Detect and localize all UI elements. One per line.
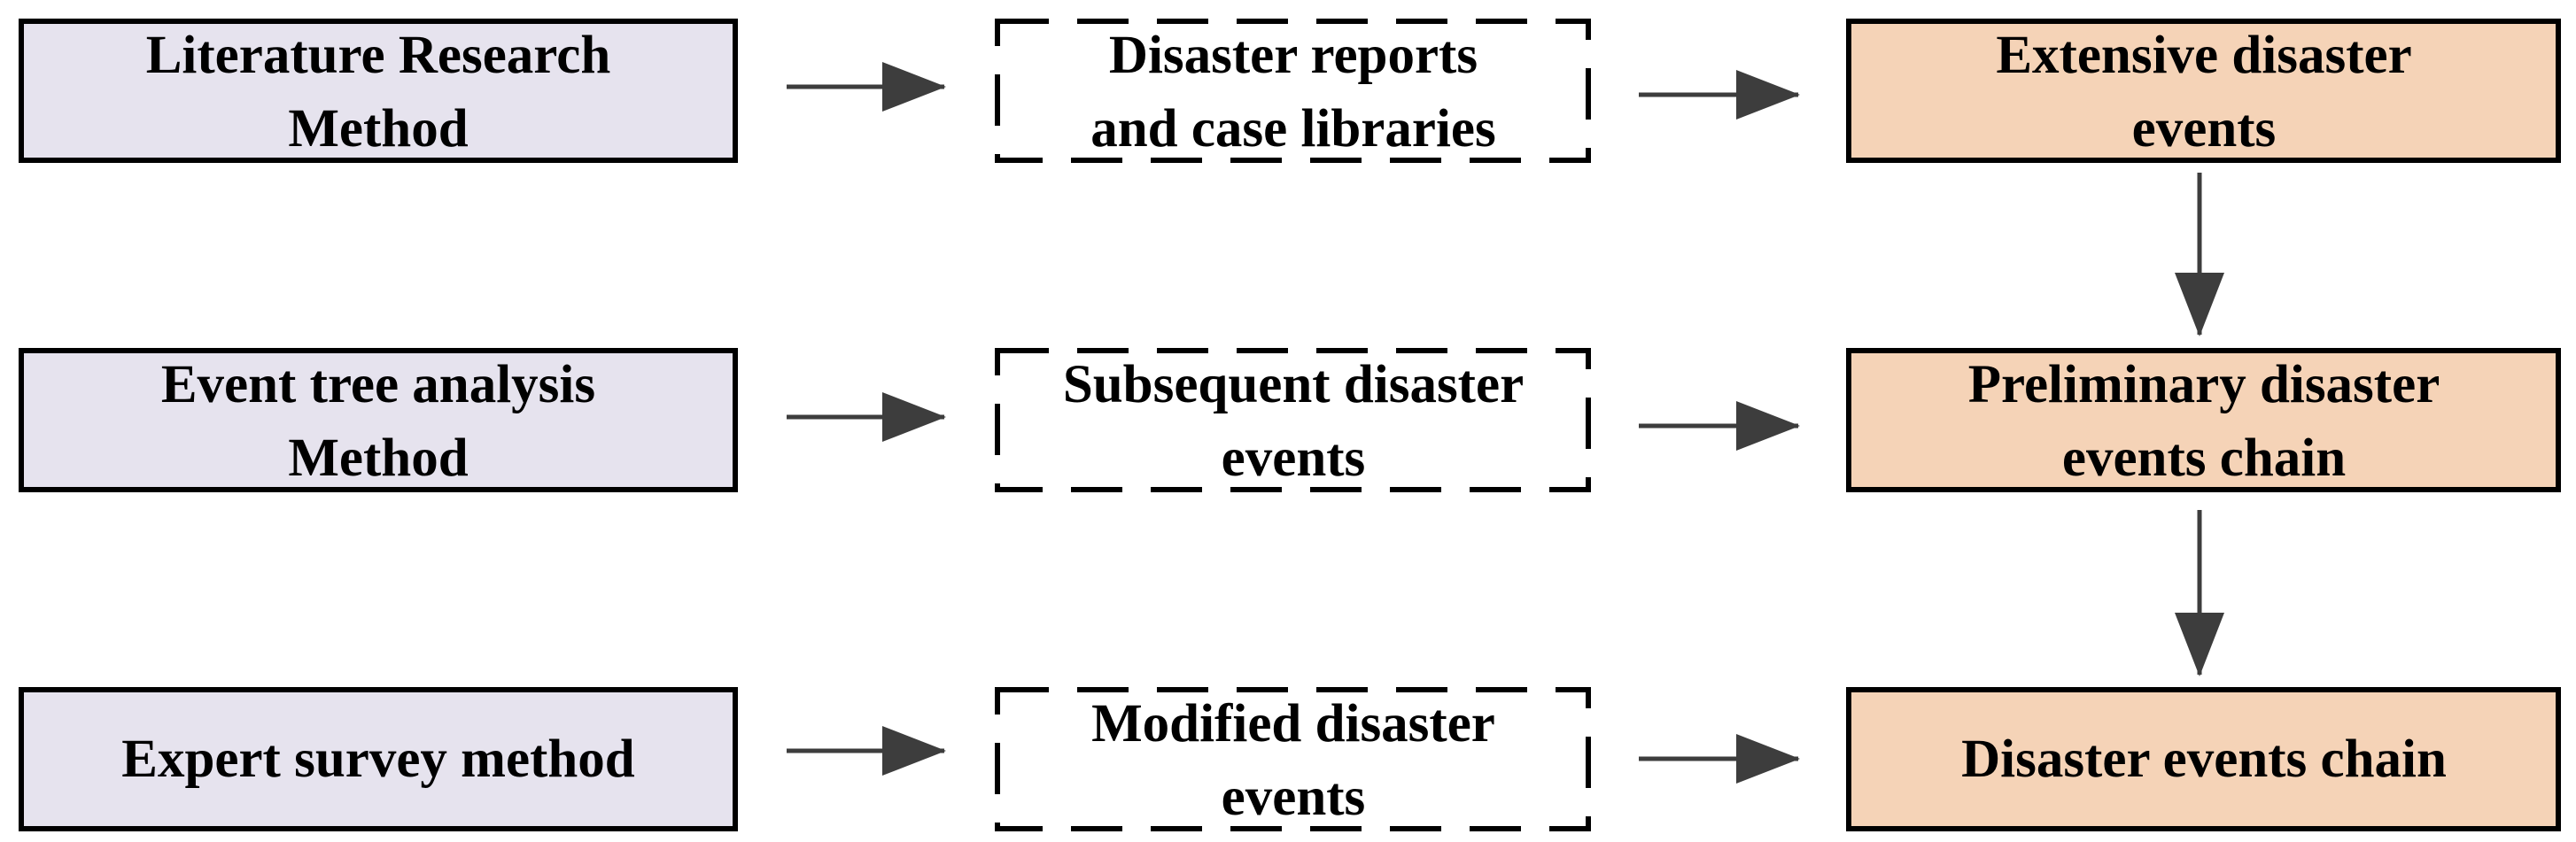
source-box-disaster-reports: Disaster reports and case libraries bbox=[995, 19, 1591, 163]
result-label-line-2: events chain bbox=[2062, 429, 2346, 488]
method-box-expert-survey: Expert survey method bbox=[19, 687, 738, 831]
source-label-line-1: Disaster reports bbox=[1109, 26, 1478, 85]
method-label: Expert survey method bbox=[121, 730, 635, 789]
method-box-event-tree-analysis: Event tree analysis Method bbox=[19, 348, 738, 492]
source-label-line-2: and case libraries bbox=[1090, 99, 1495, 158]
result-label-line-1: Preliminary disaster bbox=[1968, 355, 2440, 414]
source-label-line-1: Modified disaster bbox=[1091, 694, 1495, 753]
method-label-line-1: Literature Research bbox=[146, 26, 611, 85]
source-label-line-2: events bbox=[1222, 429, 1366, 488]
result-label-line-2: events bbox=[2132, 99, 2277, 158]
method-label-line-2: Method bbox=[288, 429, 468, 488]
result-box-extensive-disaster-events: Extensive disaster events bbox=[1846, 19, 2561, 163]
method-box-literature-research: Literature Research Method bbox=[19, 19, 738, 163]
method-label-line-1: Event tree analysis bbox=[161, 355, 595, 414]
source-box-subsequent-disaster-events: Subsequent disaster events bbox=[995, 348, 1591, 492]
result-box-preliminary-disaster-events-chain: Preliminary disaster events chain bbox=[1846, 348, 2561, 492]
result-label-line-1: Extensive disaster bbox=[1996, 26, 2411, 85]
source-box-modified-disaster-events: Modified disaster events bbox=[995, 687, 1591, 831]
source-label-line-1: Subsequent disaster bbox=[1063, 355, 1524, 414]
method-label-line-2: Method bbox=[288, 99, 468, 158]
source-label-line-2: events bbox=[1222, 768, 1366, 827]
result-label: Disaster events chain bbox=[1961, 730, 2447, 789]
result-box-disaster-events-chain: Disaster events chain bbox=[1846, 687, 2561, 831]
